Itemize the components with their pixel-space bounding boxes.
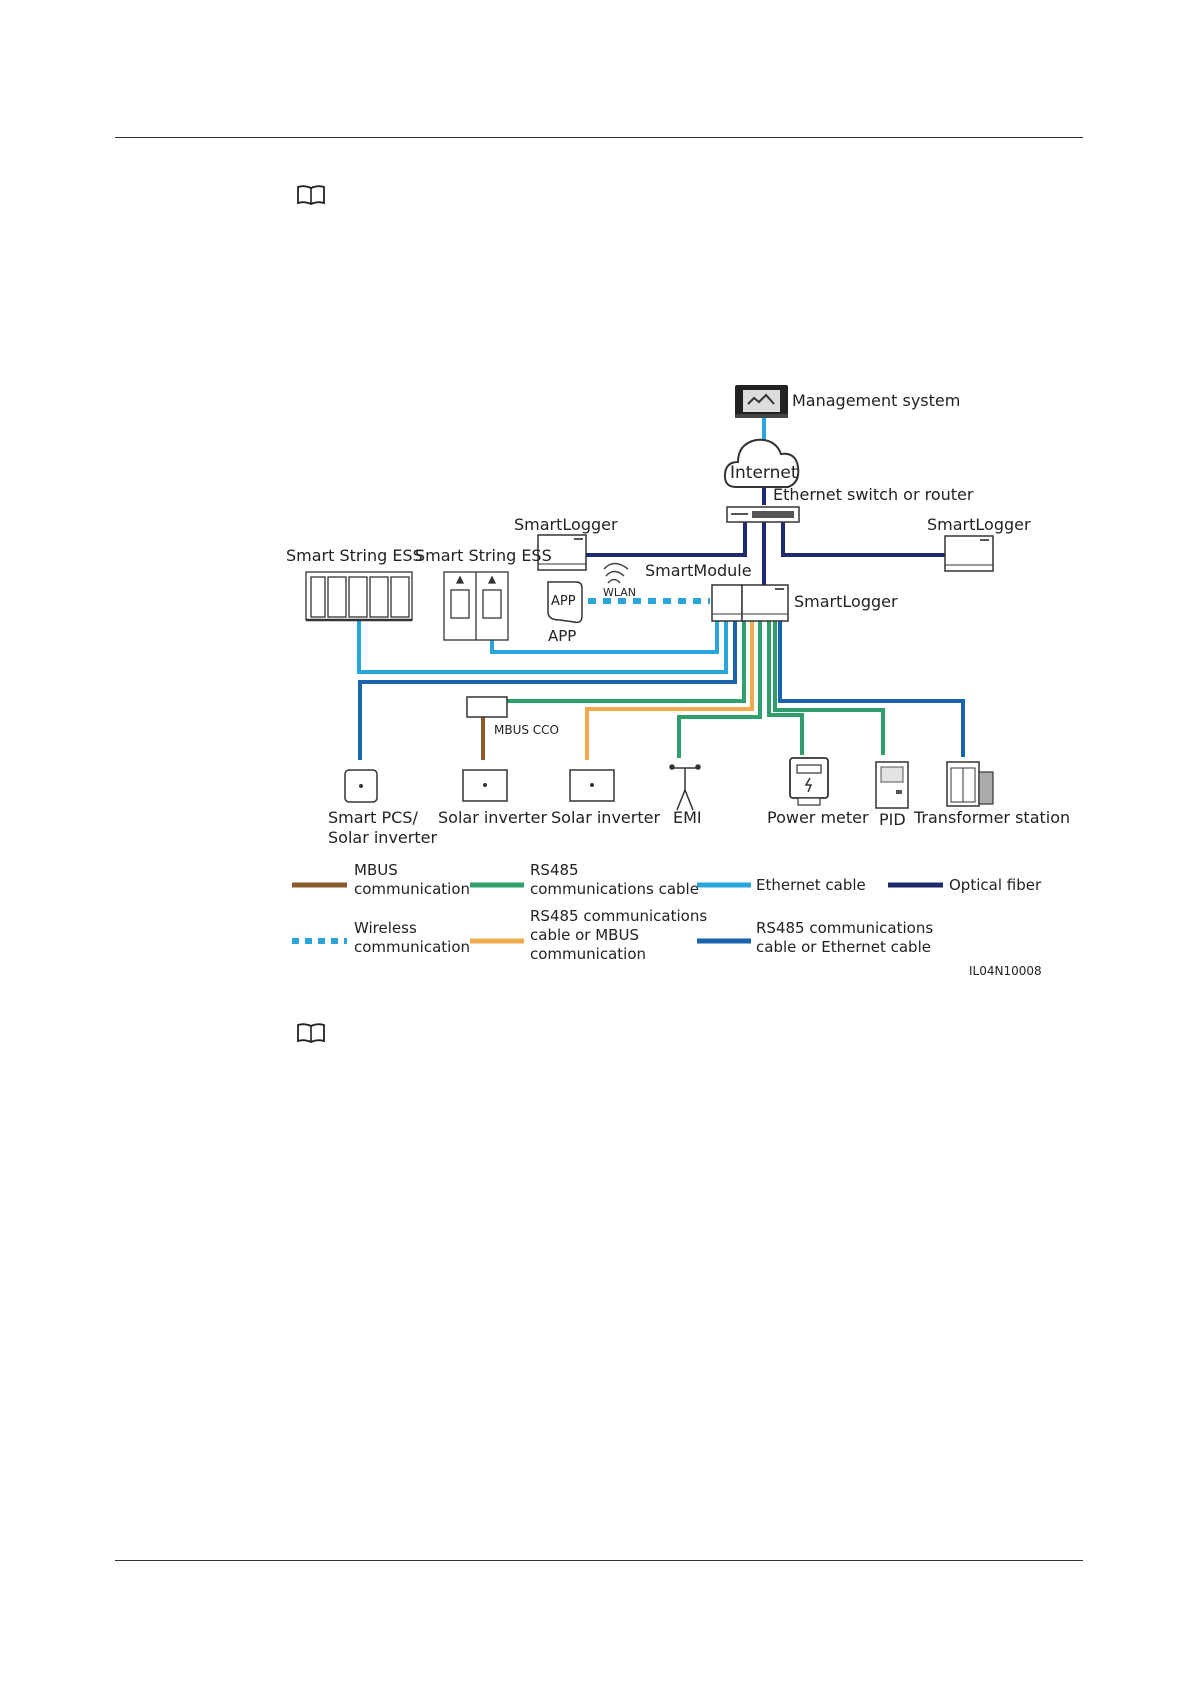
app-label: APP bbox=[548, 627, 576, 645]
power-meter-label: Power meter bbox=[767, 808, 869, 827]
legend-wireless-line1: Wireless bbox=[354, 919, 417, 937]
smartlogger-main-label: SmartLogger bbox=[794, 592, 898, 611]
smartmodule-label: SmartModule bbox=[645, 561, 752, 580]
legend-optical: Optical fiber bbox=[949, 876, 1042, 894]
footer-rule bbox=[115, 1560, 1083, 1561]
optical-line bbox=[781, 519, 945, 557]
legend-ethernet: Ethernet cable bbox=[756, 876, 866, 894]
ethernet-switch-device bbox=[726, 506, 800, 523]
legend-rs485-mbus-line3: communication bbox=[530, 945, 646, 963]
smart-string-ess-2-label: Smart String ESS bbox=[415, 546, 552, 565]
solar-inverter-1-label: Solar inverter bbox=[438, 808, 547, 827]
transformer-station-device bbox=[946, 761, 994, 807]
pid-device bbox=[875, 761, 909, 809]
switch-label: Ethernet switch or router bbox=[773, 485, 974, 504]
book-icon bbox=[297, 185, 325, 205]
pid-label: PID bbox=[879, 810, 906, 829]
wlan-icon bbox=[603, 562, 629, 584]
management-system-label: Management system bbox=[792, 391, 960, 410]
legend: MBUS communication RS485 communications … bbox=[292, 861, 1042, 963]
emi-device bbox=[669, 764, 701, 811]
management-system-device bbox=[735, 385, 788, 418]
mbus-cco-label: MBUS CCO bbox=[494, 723, 559, 737]
smartlogger-left-device bbox=[537, 534, 587, 571]
header-rule bbox=[115, 137, 1083, 138]
app-icon bbox=[547, 581, 583, 624]
smartlogger-right-label: SmartLogger bbox=[927, 515, 1031, 534]
book-icon bbox=[297, 1023, 325, 1043]
smartmodule-device bbox=[711, 584, 743, 622]
legend-rs485-line1: RS485 bbox=[530, 861, 579, 879]
optical-line bbox=[586, 519, 747, 557]
legend-rs485-mbus-line1: RS485 communications bbox=[530, 907, 707, 925]
ethernet-line bbox=[490, 620, 719, 654]
app-icon-text: APP bbox=[551, 594, 576, 609]
legend-rs485-ethernet-line2: cable or Ethernet cable bbox=[756, 938, 931, 956]
emi-label: EMI bbox=[673, 808, 702, 827]
power-meter-device bbox=[789, 757, 829, 806]
connections bbox=[357, 418, 965, 760]
smart-pcs-label-1: Smart PCS/ bbox=[328, 808, 418, 827]
legend-mbus-line1: MBUS bbox=[354, 861, 398, 879]
rs485-line bbox=[767, 620, 804, 755]
transformer-station-label: Transformer station bbox=[913, 808, 1070, 827]
smartlogger-left-label: SmartLogger bbox=[514, 515, 618, 534]
solar-inverter-1-device bbox=[462, 769, 508, 802]
internet-cloud-icon bbox=[723, 438, 800, 488]
smart-string-ess-1-label: Smart String ESS bbox=[286, 546, 423, 565]
legend-rs485-mbus-line2: cable or MBUS bbox=[530, 926, 639, 944]
legend-rs485-line2: communications cable bbox=[530, 880, 699, 898]
rs485-line bbox=[773, 620, 885, 755]
smart-string-ess-1-device bbox=[305, 571, 413, 622]
rs485-line bbox=[493, 620, 746, 703]
rs485-ethernet-line bbox=[778, 620, 965, 757]
smart-pcs-label-2: Solar inverter bbox=[328, 828, 437, 847]
rs485-mbus-line bbox=[585, 620, 754, 760]
solar-inverter-2-device bbox=[569, 769, 615, 802]
wlan-label: WLAN bbox=[603, 586, 636, 599]
smartlogger-right-device bbox=[944, 535, 994, 572]
smart-pcs-inverter-device bbox=[344, 769, 378, 803]
rs485-line bbox=[677, 620, 762, 758]
solar-inverter-2-label: Solar inverter bbox=[551, 808, 660, 827]
smartlogger-main-device bbox=[741, 584, 789, 622]
internet-label: Internet bbox=[730, 463, 798, 483]
rs485-ethernet-line bbox=[358, 620, 737, 760]
ethernet-line bbox=[357, 612, 728, 674]
mbus-cco-device bbox=[466, 696, 508, 718]
figure-id: IL04N10008 bbox=[969, 964, 1042, 978]
smart-string-ess-2-device bbox=[443, 571, 509, 641]
legend-rs485-ethernet-line1: RS485 communications bbox=[756, 919, 933, 937]
legend-wireless-line2: communication bbox=[354, 938, 470, 956]
legend-mbus-line2: communication bbox=[354, 880, 470, 898]
